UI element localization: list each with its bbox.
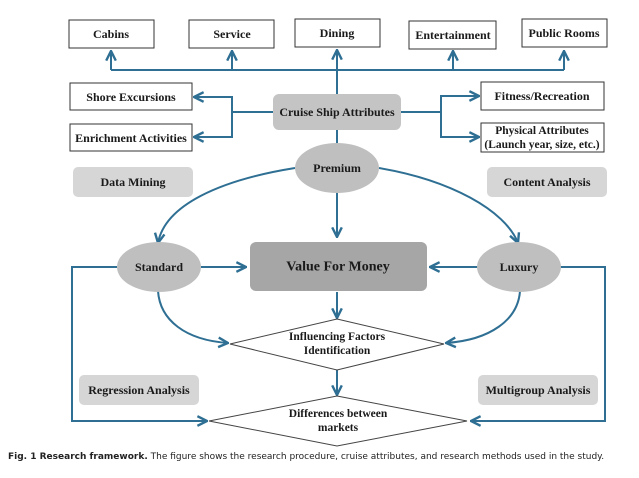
left-attributes: Shore Excursions Enrichment Activities (69, 82, 193, 152)
arrow-to-enrichment-activities (194, 112, 233, 137)
svg-text:Dining: Dining (320, 26, 355, 40)
svg-text:Fitness/Recreation: Fitness/Recreation (494, 89, 589, 103)
arrow-luxury-to-influencing (446, 290, 521, 343)
svg-text:Cabins: Cabins (93, 27, 129, 41)
svg-text:Luxury: Luxury (500, 260, 539, 274)
arrow-luxury-to-differences (471, 266, 606, 421)
svg-text:markets: markets (318, 422, 359, 434)
svg-text:Shore Excursions: Shore Excursions (86, 90, 176, 104)
svg-text:Identification: Identification (304, 345, 371, 357)
caption-label: Fig. 1 Research framework. (8, 452, 148, 462)
svg-text:Regression Analysis: Regression Analysis (88, 383, 190, 397)
connectors (71, 50, 606, 421)
right-attributes: Fitness/Recreation Physical Attributes (… (480, 81, 605, 153)
attribute-physical-attributes: Physical Attributes (Launch year, size, … (480, 122, 605, 153)
attribute-entertainment: Entertainment (408, 20, 497, 50)
svg-text:Cruise Ship Attributes: Cruise Ship Attributes (279, 105, 395, 119)
svg-text:Enrichment Activities: Enrichment Activities (75, 131, 187, 145)
attribute-fitness-recreation: Fitness/Recreation (480, 81, 605, 111)
attribute-shore-excursions: Shore Excursions (69, 82, 193, 111)
arrow-premium-to-standard (158, 167, 296, 243)
svg-text:Physical Attributes: Physical Attributes (495, 125, 589, 137)
svg-text:(Launch year, size, etc.): (Launch year, size, etc.) (484, 139, 599, 151)
decision-influencing-factors: Influencing Factors Identification (229, 318, 445, 371)
caption-text: The figure shows the research procedure,… (147, 452, 605, 462)
attribute-dining: Dining (294, 18, 381, 48)
market-premium: Premium (295, 143, 379, 193)
arrow-to-fitness (440, 96, 479, 112)
arrow-standard-to-differences (71, 266, 207, 421)
decision-differences-between-markets: Differences between markets (208, 395, 468, 447)
market-luxury: Luxury (477, 242, 561, 292)
method-multigroup-analysis: Multigroup Analysis (478, 375, 598, 405)
svg-text:Multigroup Analysis: Multigroup Analysis (486, 383, 591, 397)
attribute-public-rooms: Public Rooms (521, 18, 608, 48)
value-for-money-node: Value For Money (250, 242, 427, 291)
research-framework-diagram: Cabins Service Dining Entertainment Publ… (68, 18, 608, 447)
attribute-enrichment-activities: Enrichment Activities (69, 123, 193, 152)
svg-text:Differences between: Differences between (289, 408, 388, 420)
svg-text:Value For Money: Value For Money (286, 260, 389, 275)
method-data-mining: Data Mining (73, 167, 193, 197)
svg-text:Public Rooms: Public Rooms (528, 26, 599, 40)
arrow-to-physical-attributes (440, 112, 479, 137)
arrow-to-shore-excursions (194, 97, 233, 112)
attribute-service: Service (188, 19, 275, 49)
attribute-cabins: Cabins (68, 19, 155, 49)
svg-text:Influencing Factors: Influencing Factors (289, 331, 386, 343)
svg-text:Data Mining: Data Mining (100, 175, 165, 189)
top-attributes: Cabins Service Dining Entertainment Publ… (68, 18, 608, 50)
arrow-premium-to-luxury (378, 167, 518, 243)
figure-caption: Fig. 1 Research framework. The figure sh… (8, 452, 638, 462)
svg-text:Standard: Standard (135, 260, 183, 274)
svg-text:Premium: Premium (313, 161, 361, 175)
svg-text:Entertainment: Entertainment (415, 28, 490, 42)
svg-text:Service: Service (213, 27, 251, 41)
cruise-ship-attributes-node: Cruise Ship Attributes (273, 94, 401, 130)
method-regression-analysis: Regression Analysis (79, 375, 199, 405)
method-content-analysis: Content Analysis (487, 167, 607, 197)
svg-text:Content Analysis: Content Analysis (503, 175, 590, 189)
arrow-standard-to-influencing (157, 290, 228, 343)
market-standard: Standard (117, 242, 201, 292)
